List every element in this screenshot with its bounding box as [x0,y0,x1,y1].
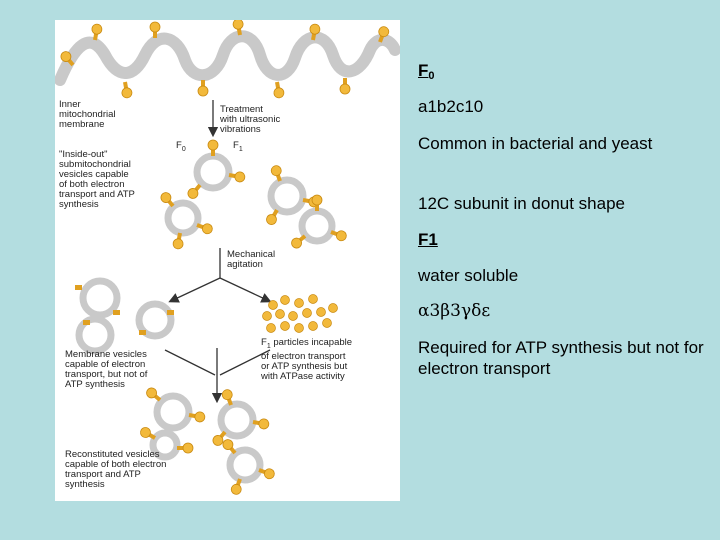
figure-graphics [55,20,400,497]
inside-out-vesicles [158,139,349,251]
label-treatment: Treatment with ultrasonic vibrations [220,104,281,135]
label-f0: F0 [176,140,186,154]
f1-heading: F1 [418,230,438,249]
f1-soluble: water soluble [418,266,519,285]
label-reconstituted: Reconstituted vesicles capable of both e… [65,449,167,490]
membrane-vesicles [75,277,175,355]
label-mechanical: Mechanical agitation [227,249,276,270]
agitation-arrow-left [168,277,221,303]
atp-synthase-figure: Inner mitochondrial membrane Treatment w… [55,20,400,501]
reconstitution-arrow-left [164,349,216,376]
label-membrane-vesicles: Membrane vesicles capable of electron tr… [65,349,148,390]
inner-membrane-curve [55,30,400,86]
f0-common: Common in bacterial and yeast [418,134,653,153]
reconstitution-arrow-right [219,349,271,376]
label-inside-out: "Inside-out" submitochondrial vesicles c… [59,149,135,210]
label-f1: F1 [233,140,243,154]
label-inner-membrane: Inner mitochondrial membrane [59,99,116,130]
f0-formula: a1b2c10 [418,97,484,116]
reconstituted-vesicles [138,385,277,497]
label-f1-particles: F1 particles incapable of electron trans… [261,337,353,382]
agitation-arrow-right [219,277,272,303]
f1-formula: α3β3γδε [418,301,491,321]
f1-particles [262,294,338,333]
f0-subunit: 12C subunit in donut shape [418,194,625,213]
f1-required: Required for ATP synthesis but not for e… [418,338,704,378]
f0-heading: F0 [418,61,435,82]
